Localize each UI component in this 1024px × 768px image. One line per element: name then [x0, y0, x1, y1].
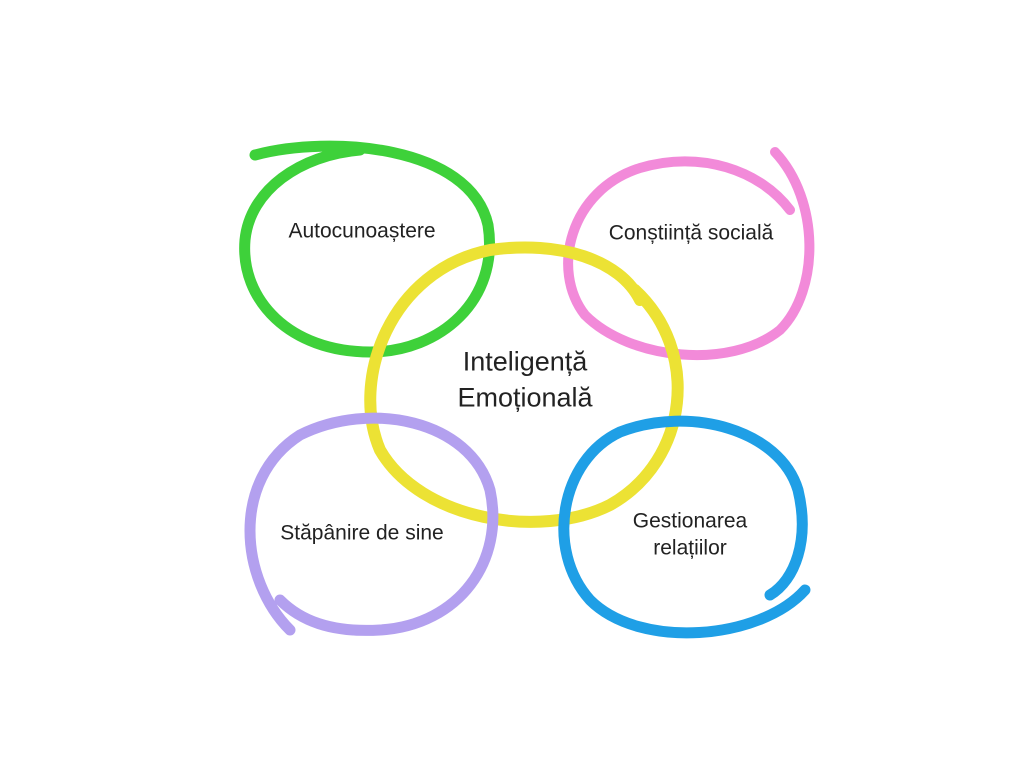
yellow-circle	[364, 241, 684, 528]
center-line1: Inteligență	[462, 346, 588, 377]
node-constiinta-sociala: Conștiință socială	[608, 221, 774, 245]
node-autocunoastere: Autocunoaștere	[288, 219, 436, 243]
center-line2: Emoțională	[457, 383, 593, 413]
purple-circle	[244, 412, 499, 636]
node-gestionarea-relatiilor: Gestionarea relațiilor	[633, 508, 747, 563]
node-gestionarea-line2: relațiilor	[653, 537, 727, 560]
pink-circle	[563, 147, 815, 361]
node-stapanire-de-sine: Stăpânire de sine	[280, 521, 444, 545]
blue-circle	[558, 415, 811, 639]
node-gestionarea-line1: Gestionarea	[632, 509, 748, 533]
green-circle	[239, 140, 495, 358]
center-node: Inteligență Emoțională	[457, 344, 592, 417]
